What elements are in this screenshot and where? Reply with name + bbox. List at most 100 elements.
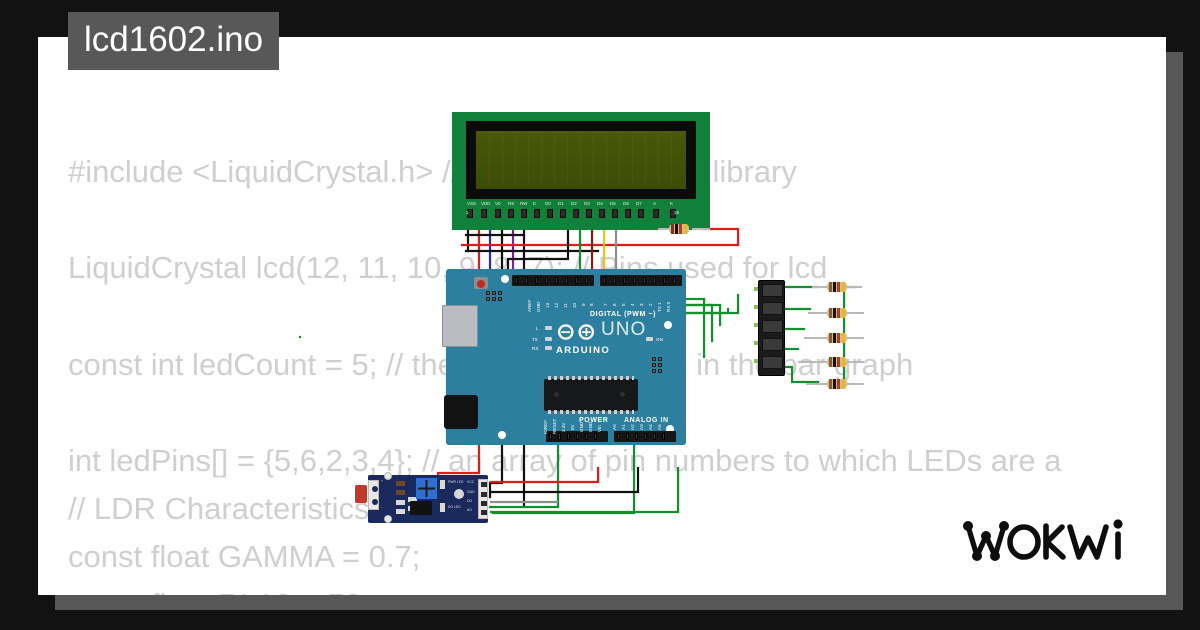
resistor-led-5[interactable]: [806, 379, 864, 389]
project-card: #include <LiquidCrystal.h> // includes t…: [38, 37, 1166, 595]
pin-label-5: 5: [621, 303, 626, 306]
smd-resistor: [396, 500, 405, 505]
pin-label-a2: A2: [630, 424, 635, 430]
smd-resistor: [396, 509, 405, 514]
indicator-label-l: L: [536, 326, 539, 331]
ldr-photoresistor-module[interactable]: + - PWR LED DO LED: [355, 472, 488, 523]
silkscreen-brand: ARDUINO: [556, 345, 611, 356]
smd-resistor: [396, 481, 405, 486]
arduino-uno-board[interactable]: AREF GND 13 12 11 10 9 8 7 6 5 4 3 2 TX …: [442, 269, 686, 445]
ldr-pin-do: DO: [467, 499, 473, 503]
led-on: [646, 337, 653, 341]
resistor-led-1[interactable]: [812, 282, 862, 292]
led-l: [545, 326, 552, 330]
ledbar-pin: [754, 305, 758, 309]
lcd-pin-number-first: 1: [466, 210, 469, 215]
pin-label-9: 9: [581, 303, 586, 306]
silkscreen-digital: DIGITAL (PWM ~): [590, 311, 657, 318]
ledbar-pin: [754, 341, 758, 345]
silkscreen-analog: ANALOG IN: [624, 417, 669, 424]
indicator-label-rx: RX: [532, 346, 539, 351]
ldr-terminal-plus: +: [381, 479, 383, 483]
analog-header[interactable]: [614, 431, 676, 442]
lcd-character-grid: [476, 131, 686, 189]
pin-label-2: 2: [648, 303, 653, 306]
file-title-chip: lcd1602.ino: [68, 12, 280, 70]
pin-label-a0: A0: [612, 424, 617, 430]
comparator-ic: [410, 501, 432, 515]
pin-label-6: 6: [612, 303, 617, 306]
pin-label-3: 3: [639, 303, 644, 306]
icsp2-header[interactable]: [486, 291, 502, 302]
lcd-bezel: [466, 121, 696, 199]
ldr-label-pwrled: PWR LED: [448, 480, 464, 484]
icsp-header[interactable]: [652, 357, 668, 373]
pin-label-aref: AREF: [527, 299, 532, 312]
mounting-hole: [666, 425, 674, 433]
arduino-infinity-logo: [557, 324, 595, 340]
ldr-terminal-minus: -: [381, 505, 383, 509]
resistor-backlight[interactable]: [658, 224, 710, 234]
reset-button[interactable]: [477, 280, 485, 288]
barrel-jack: [444, 395, 478, 429]
pin-label-a5: A5: [657, 424, 662, 430]
pin-label-10: 10: [572, 302, 577, 308]
pin-label-3v3: 3.3V: [561, 422, 566, 432]
pin-label-7: 7: [603, 303, 608, 306]
atmega328p-ic: [544, 376, 638, 414]
smd-resistor: [408, 497, 417, 502]
ldr-pin-ao: AO: [467, 508, 472, 512]
lcd-pin-number-last: 16: [674, 210, 680, 215]
pin-label-a4: A4: [648, 424, 653, 430]
potentiometer[interactable]: [416, 478, 437, 499]
indicator-label-on: ON: [656, 337, 663, 342]
pin-label-11: 11: [563, 303, 568, 308]
pin-label-reset: RESET: [552, 418, 557, 434]
mounting-hole: [501, 275, 509, 283]
pin-label-vin: Vin: [597, 425, 602, 432]
led-tx: [545, 337, 552, 341]
digital-header-high[interactable]: [512, 275, 594, 286]
pin-label-tx1: TX 1: [657, 302, 662, 312]
pin-label-8: 8: [589, 303, 594, 306]
pin-label-gnd: GND: [536, 301, 541, 312]
mounting-hole: [498, 431, 506, 439]
resistor-led-2[interactable]: [808, 308, 864, 318]
pin-label-12: 12: [554, 302, 559, 308]
ledbar-pin: [754, 359, 758, 363]
ldr-pin-gnd: GND: [467, 490, 475, 494]
pin-label-ioref: IOREF: [543, 419, 548, 434]
digital-header-low[interactable]: [600, 275, 682, 286]
smd-resistor: [396, 490, 405, 495]
ldr-output-header[interactable]: [478, 479, 488, 519]
lcd-screen: [476, 131, 686, 189]
capacitor: [454, 489, 464, 499]
pin-label-4: 4: [630, 303, 635, 306]
ldr-screw-terminal[interactable]: [368, 480, 379, 510]
pin-label-a3: A3: [639, 424, 644, 430]
smd-led-do: [440, 503, 445, 512]
power-header[interactable]: [546, 431, 608, 442]
smd-led-pwr: [440, 480, 445, 489]
silkscreen-model: UNO: [601, 319, 647, 340]
led-bar-graph-module[interactable]: [758, 280, 785, 376]
mounting-hole: [384, 472, 392, 480]
pin-label-13: 13: [545, 302, 550, 308]
ledbar-pin: [754, 323, 758, 327]
ledbar-pin: [754, 287, 758, 291]
pin-label-a1: A1: [621, 424, 626, 430]
pin-label-5v: 5V: [570, 424, 575, 430]
resistor-led-3[interactable]: [804, 333, 864, 343]
mounting-hole: [384, 515, 392, 523]
photoresistor-cell: [355, 485, 367, 503]
led-rx: [545, 346, 552, 350]
wokwi-wordmark: [963, 519, 1123, 561]
wokwi-logo: [962, 512, 1140, 571]
resistor-led-4[interactable]: [798, 357, 864, 367]
ldr-pin-vcc: VCC: [467, 480, 475, 484]
lcd-pin-header[interactable]: [465, 209, 701, 220]
